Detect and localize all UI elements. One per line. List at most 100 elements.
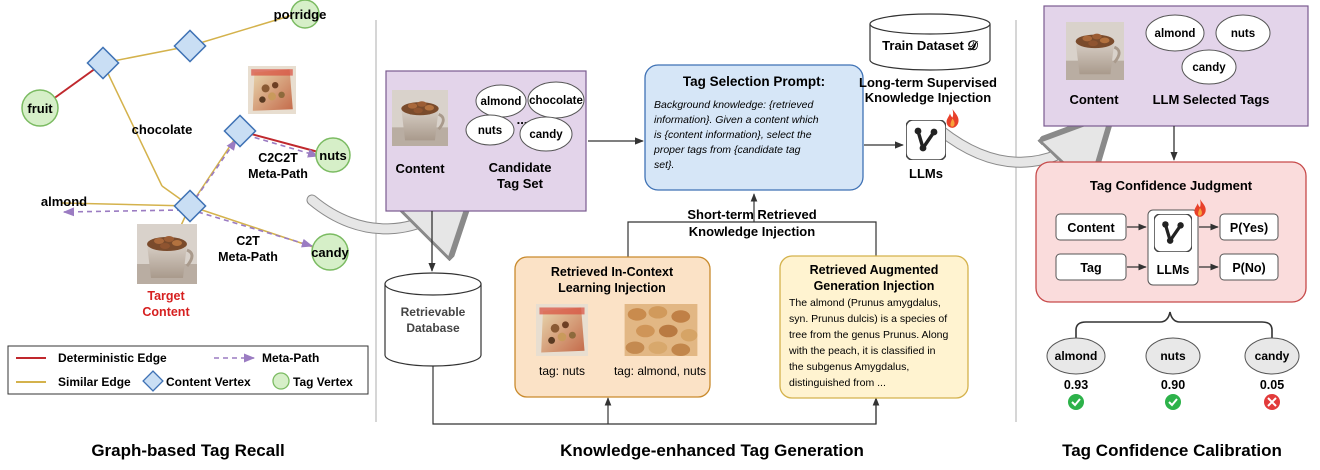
meta-path-arrow [195, 139, 237, 199]
prompt-title: Tag Selection Prompt: [683, 74, 825, 89]
similar-edge [189, 13, 297, 47]
prompt-line: set}. [654, 159, 674, 171]
p-yes-box [1219, 213, 1279, 241]
short-term-connector [627, 221, 877, 260]
rag-title-2: Generation Injection [814, 279, 935, 293]
llm-icon [906, 120, 946, 160]
judgment-llms-label: LLMs [1157, 263, 1190, 277]
candidate-tag-chocolate: chocolate [527, 81, 585, 119]
legend-content-vertex-icon [142, 370, 164, 392]
svg-text:P(Yes): P(Yes) [1230, 221, 1268, 235]
candidate-label: Candidate [489, 160, 552, 175]
target-label: Target [147, 289, 185, 303]
graph-recall-section: porridge fruit nuts candy chocolate almo… [7, 0, 369, 460]
content-vertex [86, 46, 120, 80]
judgment-llm-icon [1154, 214, 1192, 252]
prompt-line: is {content information}, select the [654, 129, 812, 141]
similar-edge [189, 205, 323, 251]
tag-vertex-nuts: nuts [315, 137, 351, 173]
selected-content-label: Content [1069, 92, 1119, 107]
fine-tune-flame-icon [946, 109, 959, 128]
meta-path-arrow [62, 207, 183, 217]
result-almond: almond 0.93 [1046, 337, 1106, 410]
svg-text:chocolate: chocolate [529, 95, 583, 107]
content-vertex [223, 114, 257, 148]
similar-edge [61, 202, 191, 207]
check-icon [1068, 394, 1084, 410]
target-content-label: Content [142, 305, 190, 319]
judgment-tag-input [1055, 253, 1127, 281]
candy-label: candy [311, 245, 349, 260]
similar-edge [102, 45, 191, 64]
legend-similar-edge: Similar Edge [58, 375, 131, 389]
rag-text-line: distinguished from ... [789, 377, 886, 389]
almond-label: almond [41, 194, 87, 209]
result-score: 0.93 [1064, 378, 1088, 392]
candidate-tag-candy: candy [519, 116, 573, 152]
rag-injection-box [779, 255, 969, 399]
long-term-label: Long-term Supervised [859, 75, 997, 90]
similar-edge [102, 62, 163, 187]
result-candy: candy 0.05 [1244, 337, 1300, 410]
retrievable-database: Retrievable Database [384, 272, 482, 367]
fruit-label: fruit [27, 101, 53, 116]
nuts-label: nuts [319, 148, 346, 163]
legend-content-vertex: Content Vertex [166, 375, 251, 389]
chocolate-label: chocolate [132, 122, 193, 137]
result-score: 0.90 [1161, 378, 1185, 392]
c2t-meta-path-label: Meta-Path [218, 250, 278, 264]
train-dataset-cylinder: Train Dataset 𝒟 [869, 13, 991, 71]
tag-selection-prompt-box [644, 64, 864, 191]
flow-arrow-to-selected [935, 118, 1108, 162]
target-content-image [137, 224, 197, 284]
cross-icon [1264, 394, 1280, 410]
train-dataset-label: Train Dataset 𝒟 [882, 38, 978, 53]
rag-text-line: with the peach, it is classified in [788, 345, 936, 357]
prompt-line: information}. Given a content which [654, 114, 819, 126]
nuts-bag-image [248, 66, 296, 114]
svg-text:nuts: nuts [1231, 28, 1255, 40]
icl-nuts-image [536, 304, 588, 356]
c2c2t-meta-path-label: Meta-Path [248, 167, 308, 181]
selected-content-image [1066, 22, 1124, 80]
judgment-content-input [1055, 213, 1127, 241]
svg-text:Content: Content [1067, 221, 1115, 235]
llm-selected-tags-label: LLM Selected Tags [1153, 92, 1270, 107]
tag-calibration-section: Content almond nuts candy LLM Selected T… [1035, 5, 1309, 460]
content-vertex [173, 29, 207, 63]
meta-path-arrow [245, 134, 320, 158]
svg-text:P(No): P(No) [1232, 261, 1265, 275]
selected-tag-candy: candy [1181, 49, 1237, 85]
judgment-title: Tag Confidence Judgment [1090, 178, 1253, 193]
legend-tag-vertex: Tag Vertex [293, 375, 353, 389]
candidate-tag-ellipsis: ... [517, 112, 528, 127]
graph-recall-title: Graph-based Tag Recall [91, 441, 284, 460]
legend-meta-path: Meta-Path [262, 351, 319, 365]
target-content-vertex [173, 189, 207, 223]
rag-title: Retrieved Augmented [810, 263, 939, 277]
icl-tag-nuts: tag: nuts [539, 364, 585, 378]
tag-vertex-fruit: fruit [21, 89, 59, 127]
tag-calibration-title: Tag Confidence Calibration [1062, 441, 1282, 460]
database-label: Retrievable [401, 305, 466, 319]
p-no-box [1219, 253, 1279, 281]
rag-text-line: syn. Prunus dulcis) is a species of [789, 313, 947, 325]
check-icon [1165, 394, 1181, 410]
icl-almond-image [624, 304, 698, 356]
result-tag: almond [1055, 349, 1098, 363]
tag-vertex-candy: candy [311, 233, 350, 271]
svg-text:nuts: nuts [478, 125, 502, 137]
short-term-label-2: Knowledge Injection [689, 224, 815, 239]
svg-text:almond: almond [481, 96, 522, 108]
result-score: 0.05 [1260, 378, 1284, 392]
prompt-line: proper tags from {candidate tag [653, 144, 801, 156]
tag-vertex-porridge: porridge [274, 0, 326, 29]
database-label-2: Database [406, 321, 460, 335]
svg-text:candy: candy [529, 129, 563, 141]
content-label: Content [395, 161, 445, 176]
tag-set-label: Tag Set [497, 176, 544, 191]
rag-text-line: The almond (Prunus amygdalus, [789, 297, 941, 309]
long-term-label-2: Knowledge Injection [865, 90, 991, 105]
